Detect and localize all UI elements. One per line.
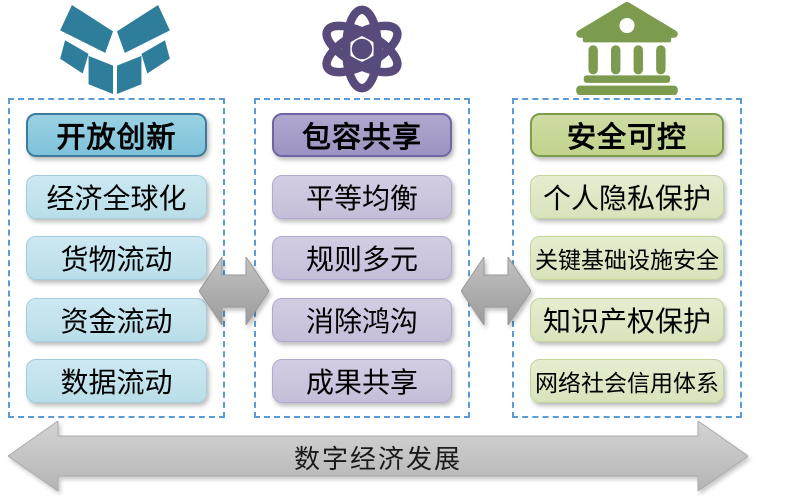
list-item: 平等均衡 <box>272 174 452 219</box>
list-item: 资金流动 <box>26 297 207 342</box>
bank-icon <box>576 2 678 96</box>
list-item: 成果共享 <box>272 359 452 403</box>
column-header: 开放创新 <box>26 113 207 157</box>
list-item: 规则多元 <box>272 236 452 280</box>
double-arrow-icon <box>461 257 531 325</box>
list-item: 消除鸿沟 <box>272 297 452 342</box>
column-header: 包容共享 <box>272 113 452 157</box>
bottom-arrow-label: 数字经济发展 <box>293 444 462 474</box>
open-box-icon <box>60 4 170 95</box>
list-item: 经济全球化 <box>26 174 207 219</box>
column-open-innovation: 开放创新 经济全球化 货物流动 资金流动 数据流动 <box>8 98 225 418</box>
list-item: 货物流动 <box>26 236 207 280</box>
list-item: 个人隐私保护 <box>530 174 724 219</box>
column-secure-controllable: 安全可控 个人隐私保护 关键基础设施安全 知识产权保护 网络社会信用体系 <box>512 98 742 418</box>
list-item: 知识产权保护 <box>530 297 724 342</box>
list-item: 数据流动 <box>26 359 207 403</box>
list-item: 关键基础设施安全 <box>530 236 724 280</box>
column-header: 安全可控 <box>530 113 724 157</box>
list-item: 网络社会信用体系 <box>530 359 724 403</box>
column-inclusive-sharing: 包容共享 平等均衡 规则多元 消除鸿沟 成果共享 <box>254 98 470 418</box>
double-arrow-icon <box>199 257 269 325</box>
bottom-double-arrow <box>8 421 748 491</box>
atom-icon <box>322 5 402 93</box>
